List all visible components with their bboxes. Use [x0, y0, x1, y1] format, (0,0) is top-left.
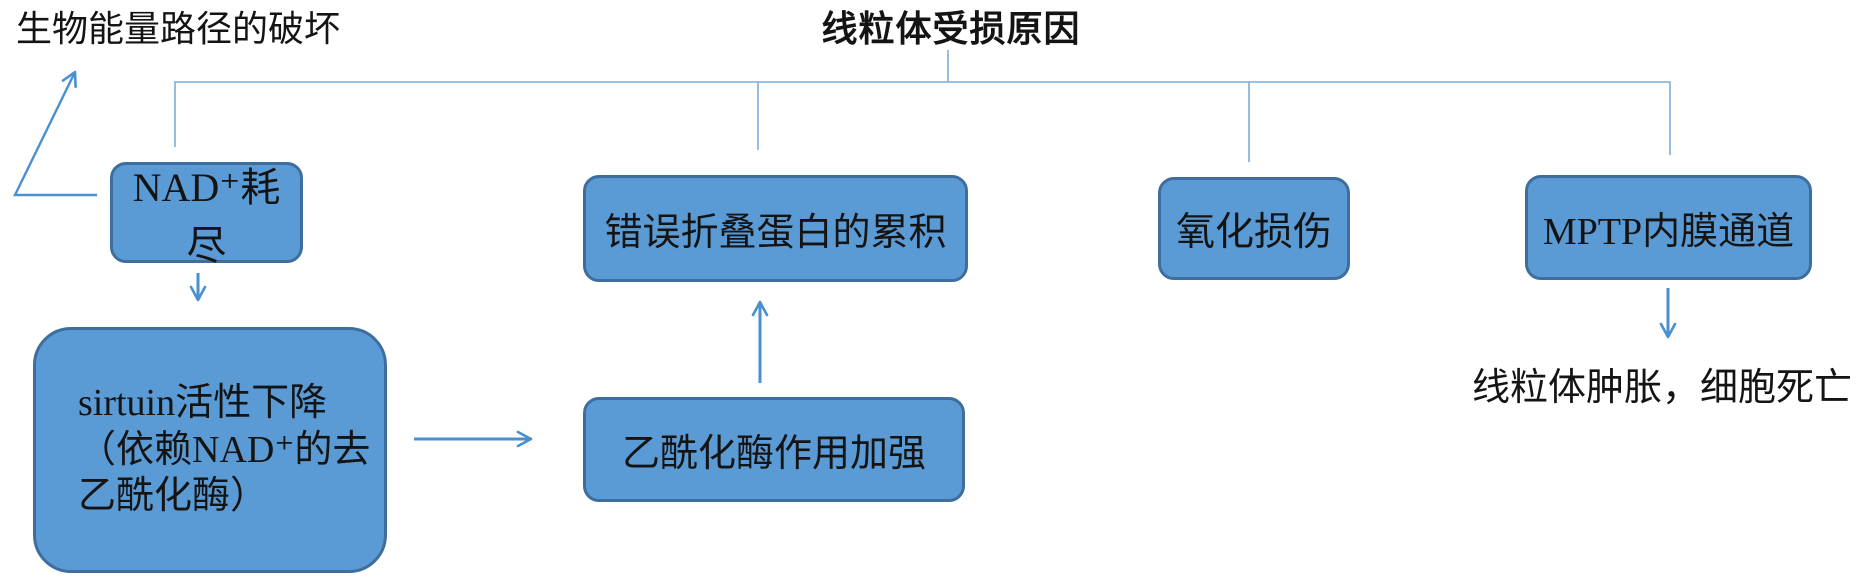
node-oxidative-label: 氧化损伤 — [1175, 210, 1332, 254]
bioenergy-pathway-label: 生物能量路径的破坏 — [16, 9, 341, 49]
node-acetylase-label: 乙酰化酶作用加强 — [621, 433, 926, 475]
node-misfolded-label: 错误折叠蛋白的累积 — [604, 212, 947, 254]
diagram-title: 线粒体受损原因 — [821, 9, 1081, 49]
node-acetylase-enhanced: 乙酰化酶作用加强 — [583, 397, 965, 502]
node-sirtuin-label-line1: sirtuin活性下降 — [78, 382, 328, 425]
node-sirtuin-label: sirtuin活性下降 （依赖NAD⁺的去 乙酰化酶） — [36, 380, 370, 519]
node-misfolded-protein-accumulation: 错误折叠蛋白的累积 — [583, 175, 968, 282]
connector-tree-bracket — [174, 81, 1671, 155]
arrow-nad-to-bioenergy — [13, 70, 97, 197]
node-nad-depletion-label: NAD⁺耗尽 — [132, 164, 281, 268]
node-mptp-inner-membrane-channel: MPTP内膜通道 — [1525, 175, 1812, 280]
node-nad-depletion: NAD⁺耗尽 — [110, 162, 303, 268]
node-sirtuin-label-line3: 乙酰化酶） — [78, 475, 269, 518]
node-mptp-label: MPTP内膜通道 — [1542, 211, 1795, 253]
node-sirtuin-label-line2: （依赖NAD⁺的去 — [78, 428, 371, 471]
node-oxidative-damage: 氧化损伤 — [1158, 177, 1350, 280]
node-sirtuin-activity-decrease: sirtuin活性下降 （依赖NAD⁺的去 乙酰化酶） — [33, 327, 387, 573]
mitochondrial-swelling-label: 线粒体肿胀，细胞死亡 — [1472, 367, 1853, 409]
